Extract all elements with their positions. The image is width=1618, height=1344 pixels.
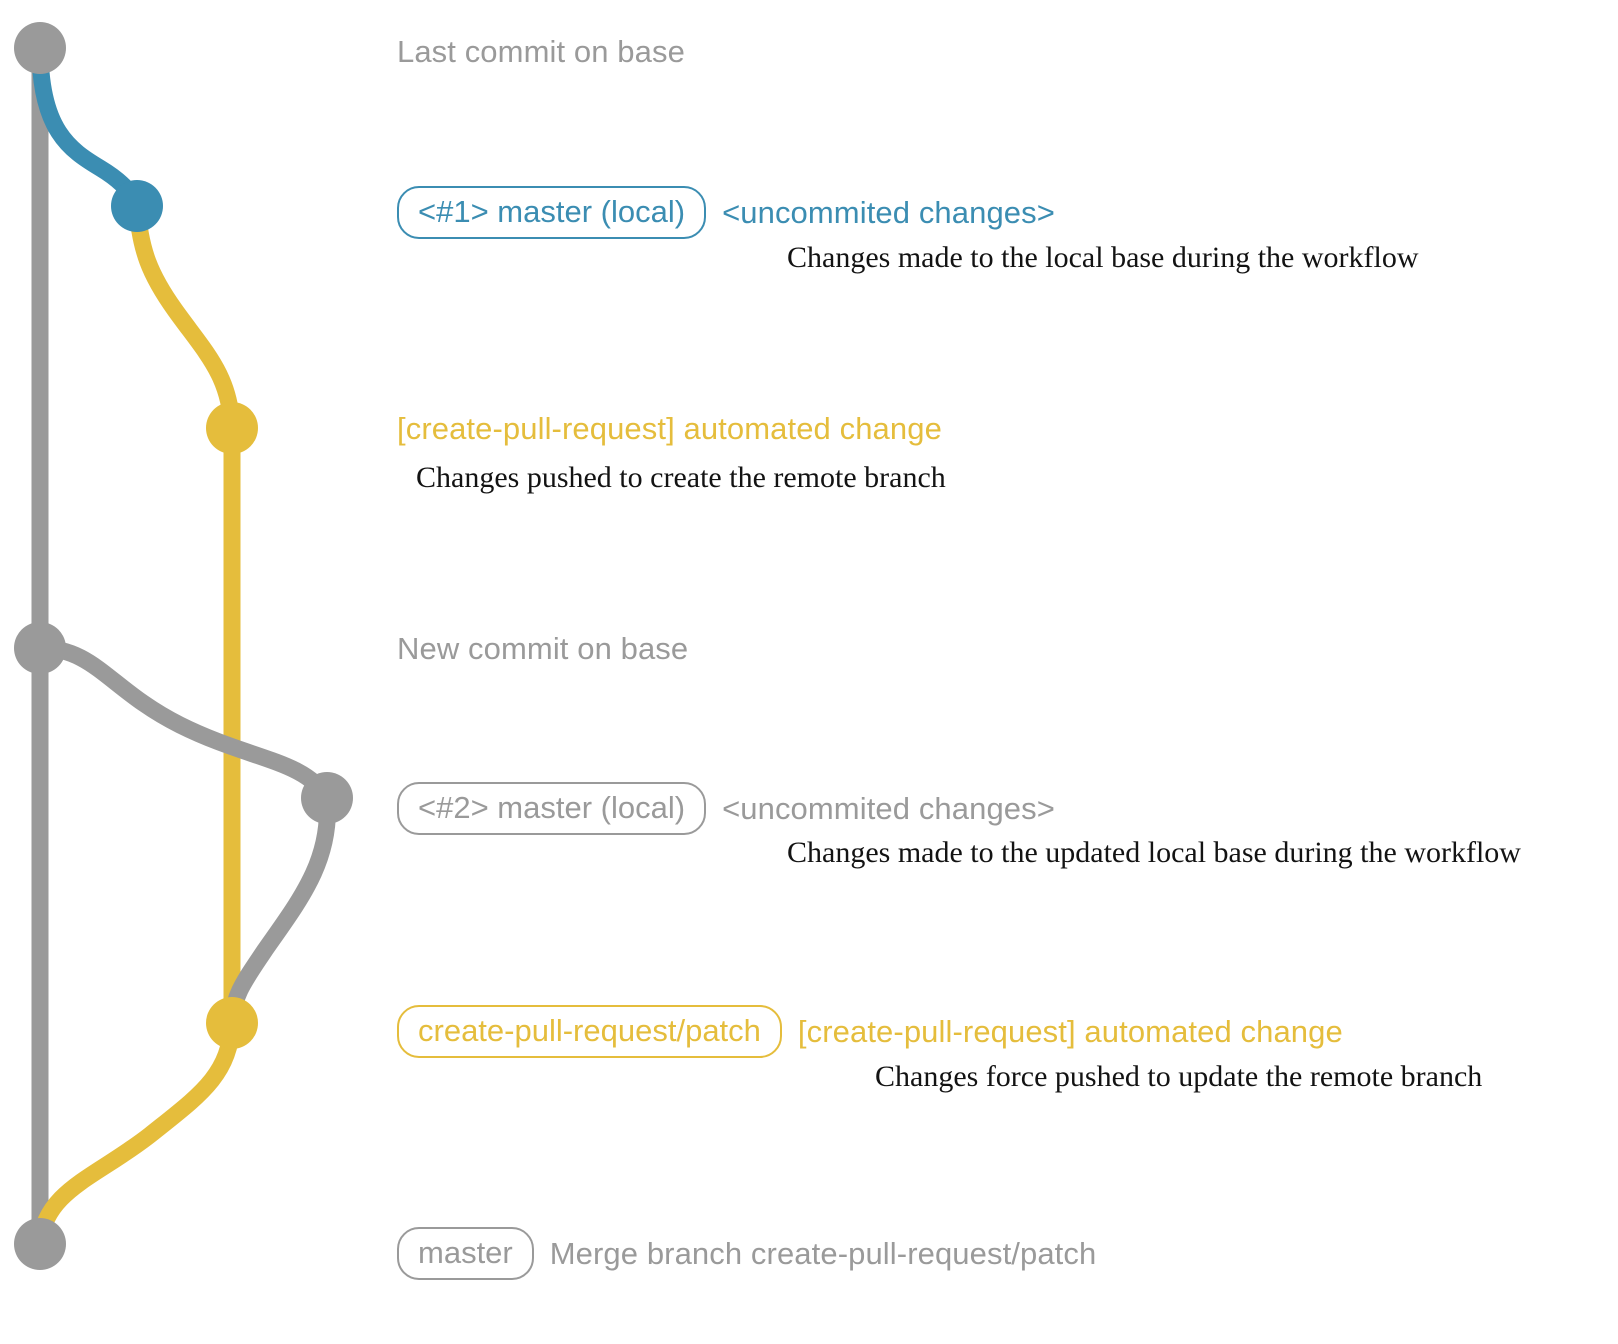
commit-node-patch-2[interactable] <box>206 997 258 1049</box>
description-automated-change-1: Changes pushed to create the remote bran… <box>416 461 946 494</box>
commit-node-base-new[interactable] <box>14 622 66 674</box>
row-local-1: <#1> master (local) <uncommited changes> <box>397 186 1055 239</box>
headline-local-2: <uncommited changes> <box>722 791 1055 826</box>
edge-local-1-to-patch-1 <box>128 197 241 437</box>
row-new-commit-on-base: New commit on base <box>397 633 688 664</box>
row-automated-change-1: [create-pull-request] automated change <box>397 413 942 444</box>
description-automated-change-2: Changes force pushed to update the remot… <box>875 1060 1483 1093</box>
commit-node-local-1[interactable] <box>111 180 163 232</box>
headline-merge: Merge branch create-pull-request/patch <box>549 1236 1097 1271</box>
description-local-2: Changes made to the updated local base d… <box>787 836 1521 869</box>
branch-badge-master[interactable]: master <box>397 1227 534 1280</box>
commit-node-patch-1[interactable] <box>206 402 258 454</box>
branch-badge-patch[interactable]: create-pull-request/patch <box>397 1005 782 1058</box>
commit-node-base-top[interactable] <box>14 22 66 74</box>
row-local-2: <#2> master (local) <uncommited changes> <box>397 782 1055 835</box>
edge-base-to-local-1 <box>31 39 146 215</box>
description-local-1: Changes made to the local base during th… <box>787 241 1419 274</box>
row-automated-change-2: create-pull-request/patch [create-pull-r… <box>397 1005 1343 1058</box>
headline-new-commit-on-base: New commit on base <box>397 631 689 666</box>
headline-last-commit-on-base: Last commit on base <box>397 34 685 69</box>
edge-base-new-to-local-2 <box>31 639 336 807</box>
edge-local-2-to-patch-2 <box>223 789 337 1032</box>
branch-badge-local-1[interactable]: <#1> master (local) <box>397 186 707 239</box>
row-merge: master Merge branch create-pull-request/… <box>397 1227 1096 1280</box>
branch-badge-local-2[interactable]: <#2> master (local) <box>397 782 707 835</box>
commit-nodes <box>14 22 353 1270</box>
headline-automated-change-2: [create-pull-request] automated change <box>797 1014 1343 1049</box>
headline-local-1: <uncommited changes> <box>722 195 1055 230</box>
commit-node-master-merge[interactable] <box>14 1218 66 1270</box>
commit-node-local-2[interactable] <box>301 772 353 824</box>
row-last-commit-on-base: Last commit on base <box>397 36 685 67</box>
edge-patch-2-to-master <box>31 1014 241 1253</box>
git-graph <box>14 22 353 1270</box>
headline-automated-change-1: [create-pull-request] automated change <box>397 411 942 446</box>
